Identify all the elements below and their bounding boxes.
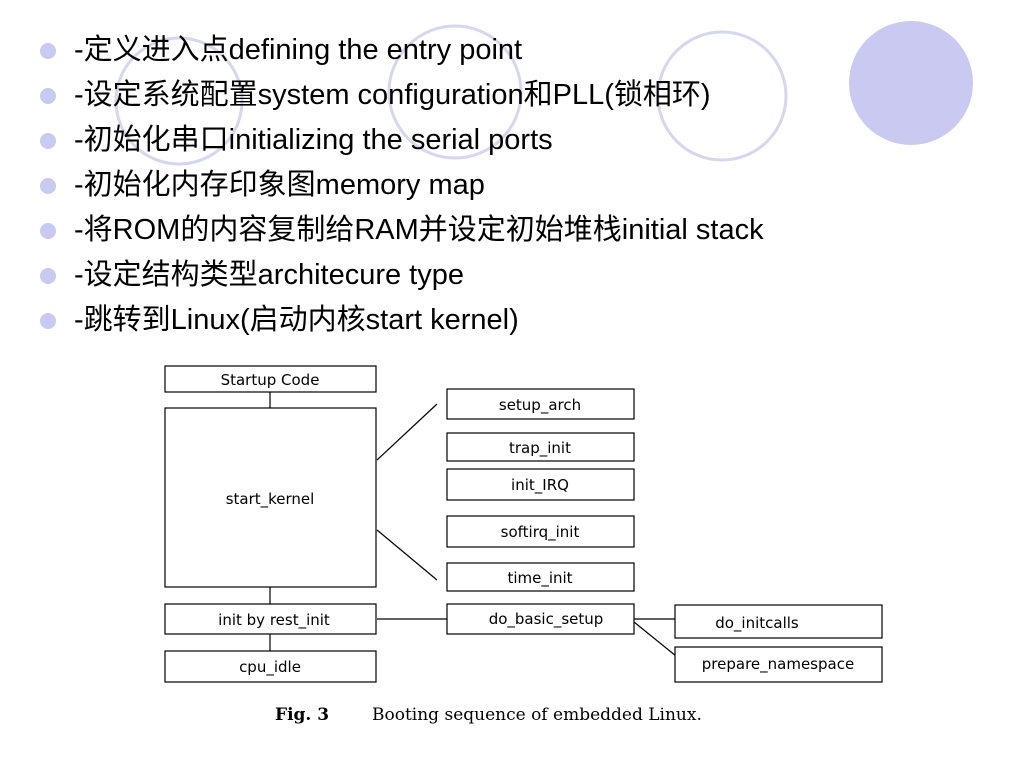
label-prepare-namespace: prepare_namespace	[702, 655, 854, 674]
bullet-item: -初始化内存印象图memory map	[38, 163, 764, 208]
bullet-text: -初始化串口initializing the serial ports	[74, 124, 553, 156]
bullet-text: -设定系统配置system configuration和PLL(锁相环)	[74, 79, 711, 111]
deco-circle-outline-left	[114, 36, 244, 166]
bullet-dot-icon	[40, 223, 56, 239]
connector-basic-setup-to-namespace	[633, 621, 677, 657]
connector-kernel-to-setup-arch	[376, 403, 438, 461]
bullet-text: -设定结构类型architecure type	[74, 259, 464, 291]
deco-circle-outline-mid	[387, 24, 523, 160]
label-do-initcalls: do_initcalls	[715, 614, 799, 633]
label-setup-arch: setup_arch	[499, 396, 581, 415]
bullet-dot-icon	[40, 133, 56, 149]
bullet-dot-icon	[40, 178, 56, 194]
box-softirq-init	[446, 515, 635, 548]
bullet-dot-icon	[40, 268, 56, 284]
box-do-basic-setup	[446, 603, 635, 635]
bullet-dot-icon	[40, 43, 56, 59]
bullet-dot-icon	[40, 88, 56, 104]
bullet-text: -定义进入点defining the entry point	[74, 34, 523, 66]
caption-text: Booting sequence of embedded Linux.	[372, 705, 702, 725]
bullet-text: -跳转到Linux(启动内核start kernel)	[74, 304, 519, 336]
connector-kernel-to-time-init	[376, 529, 438, 581]
bullet-dot-icon	[40, 313, 56, 329]
bullet-item: -将ROM的内容复制给RAM并设定初始堆栈initial stack	[38, 208, 764, 253]
bullet-item: -跳转到Linux(启动内核start kernel)	[38, 298, 764, 343]
box-start-kernel	[164, 407, 377, 588]
label-init-irq: init_IRQ	[511, 476, 569, 495]
deco-circle-filled	[849, 21, 973, 145]
label-trap-init: trap_init	[509, 439, 571, 458]
bullet-list: -定义进入点defining the entry point -设定系统配置sy…	[38, 28, 764, 343]
bullet-item: -设定结构类型architecure type	[38, 253, 764, 298]
label-do-basic-setup: do_basic_setup	[489, 610, 604, 629]
box-prepare-namespace	[674, 646, 883, 683]
box-time-init	[446, 562, 635, 592]
box-init-by-rest-init	[164, 603, 377, 635]
box-init-irq	[446, 468, 635, 501]
bullet-text: -将ROM的内容复制给RAM并设定初始堆栈initial stack	[74, 214, 764, 246]
bullet-item: -设定系统配置system configuration和PLL(锁相环)	[38, 73, 764, 118]
label-softirq-init: softirq_init	[501, 523, 580, 542]
deco-circle-outline-right	[656, 30, 788, 162]
box-setup-arch	[446, 388, 635, 420]
label-startup-code: Startup Code	[221, 371, 320, 389]
label-start-kernel: start_kernel	[226, 490, 315, 509]
box-do-initcalls	[674, 604, 883, 639]
box-trap-init	[446, 432, 635, 462]
box-startup-code	[164, 365, 377, 393]
bullet-text: -初始化内存印象图memory map	[74, 169, 485, 201]
label-time-init: time_init	[507, 569, 572, 588]
bullet-item: -定义进入点defining the entry point	[38, 28, 764, 73]
caption-label: Fig. 3	[275, 705, 329, 725]
box-cpu-idle	[164, 650, 377, 683]
bullet-item: -初始化串口initializing the serial ports	[38, 118, 764, 163]
label-init-by-rest-init: init by rest_init	[218, 611, 330, 630]
label-cpu-idle: cpu_idle	[239, 658, 301, 677]
